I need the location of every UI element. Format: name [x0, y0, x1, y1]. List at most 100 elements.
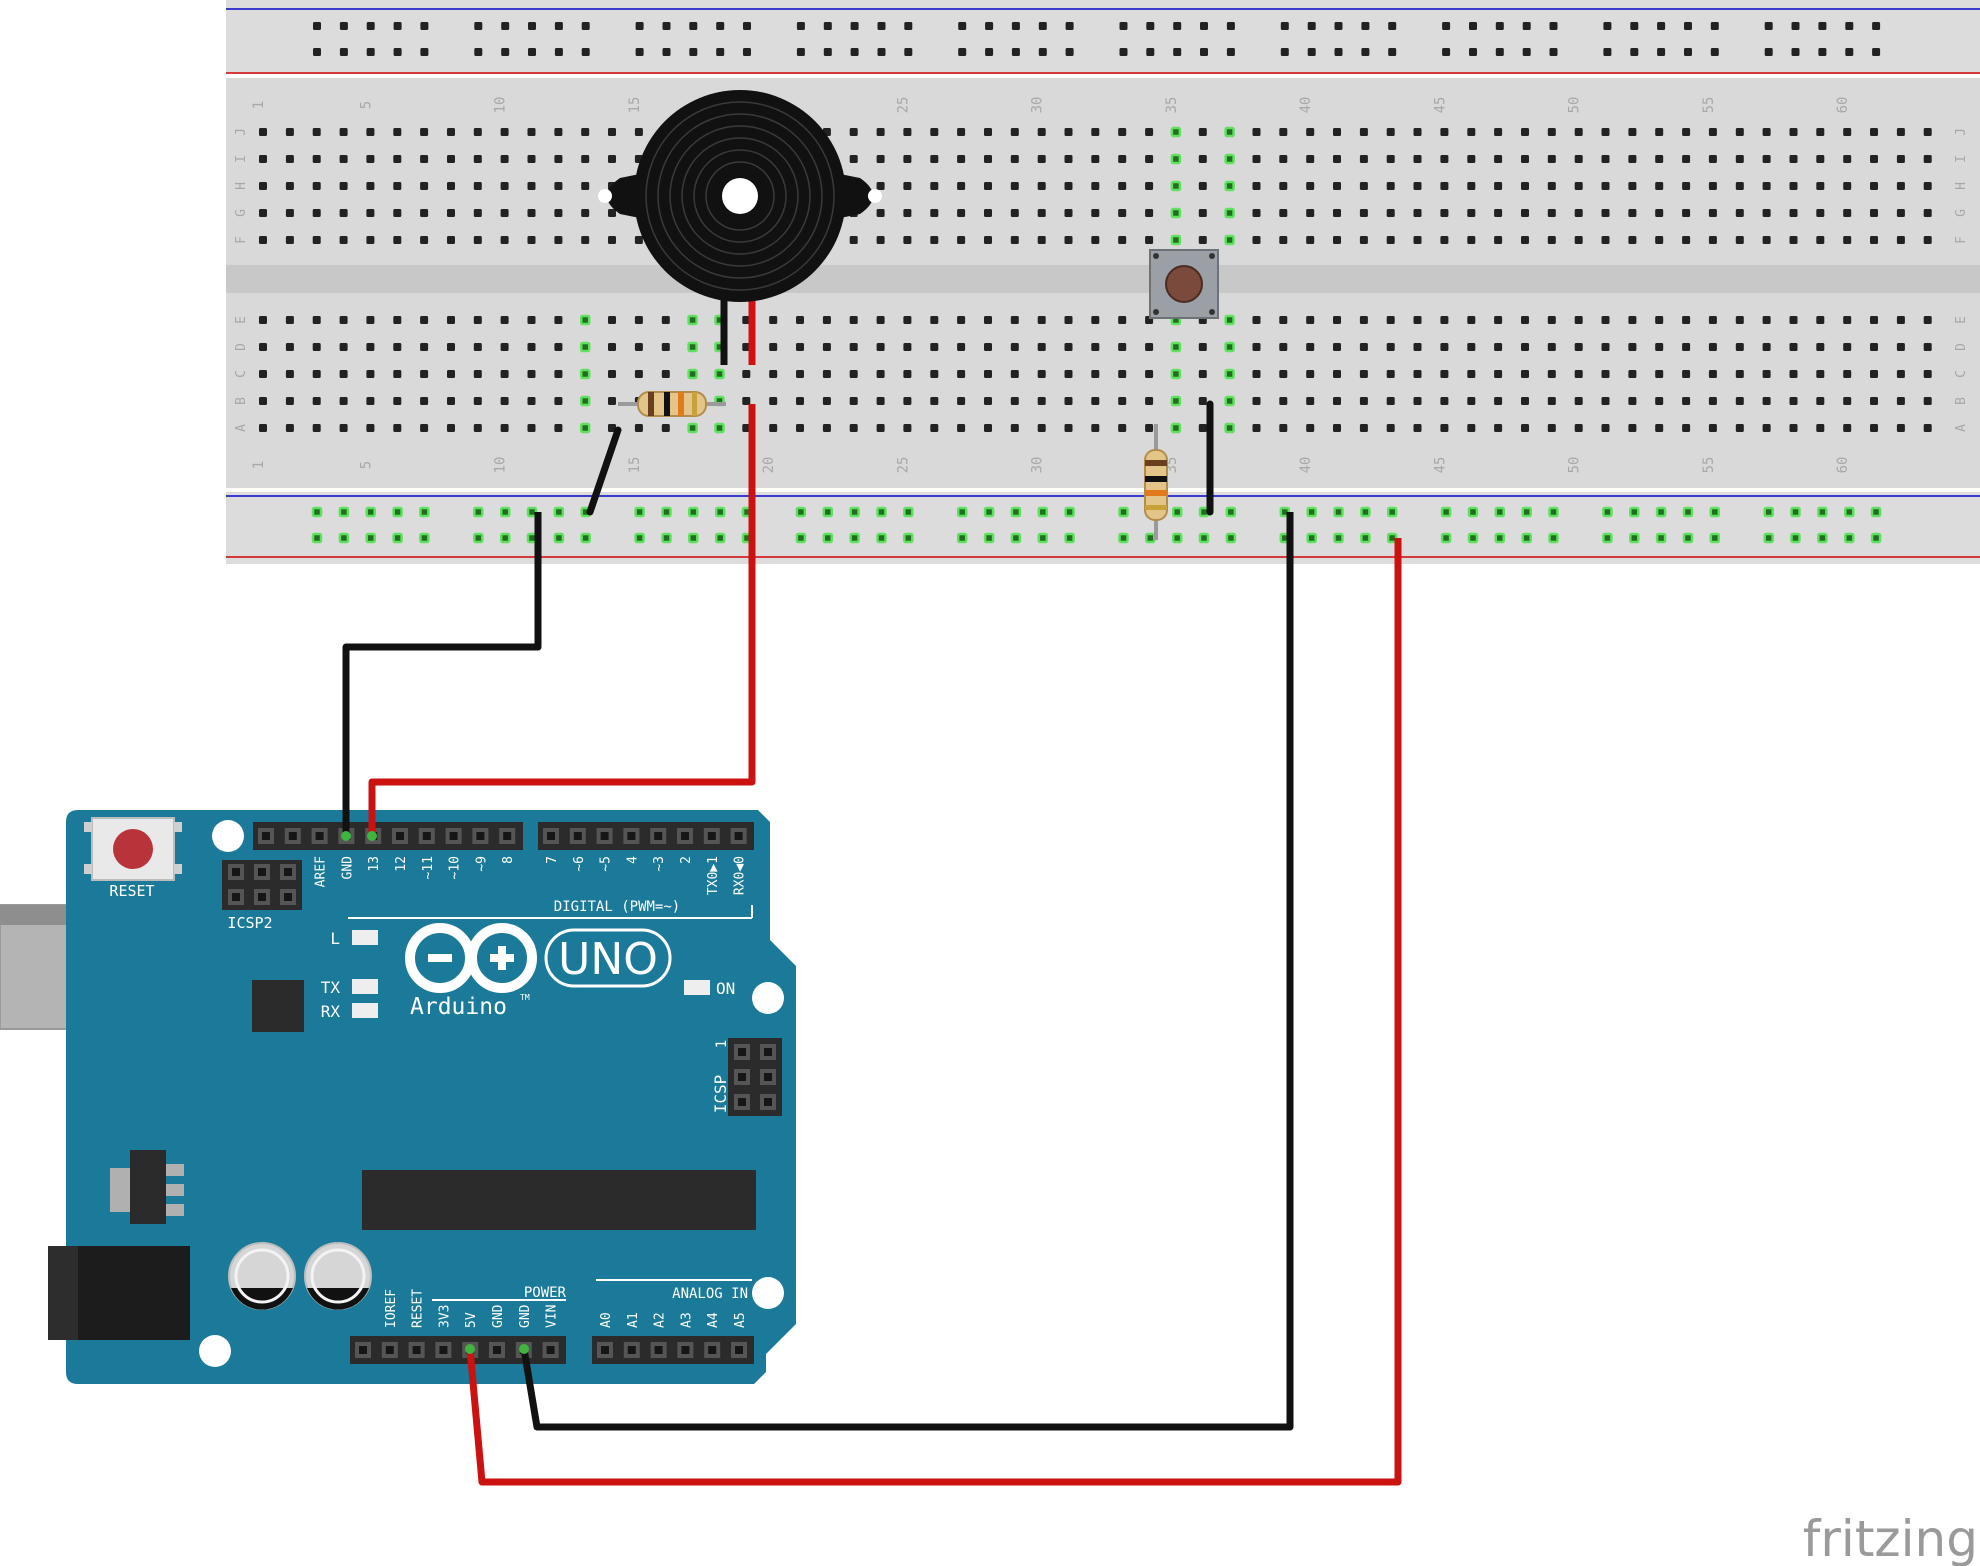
buzzer-mount-hole [598, 189, 612, 203]
breadboard-hole [366, 316, 375, 324]
breadboard-hole [1386, 209, 1395, 217]
breadboard-hole [527, 343, 536, 351]
pushbutton-corner-pin [1153, 253, 1159, 259]
breadboard-hole [259, 316, 267, 324]
breadboard-hole [1224, 126, 1235, 138]
breadboard-hole [903, 209, 912, 217]
breadboard-column-number: 40 [1298, 97, 1314, 114]
breadboard-hole [1521, 182, 1529, 190]
breadboard-hole [1467, 182, 1476, 190]
breadboard-hole [796, 316, 804, 324]
breadboard-hole [1684, 22, 1692, 30]
breadboard-hole [930, 128, 939, 136]
breadboard-hole [393, 343, 402, 351]
breadboard-hole [1171, 506, 1183, 518]
header-pin-hole [708, 1346, 717, 1354]
breadboard-hole [581, 155, 590, 163]
breadboard-hole [393, 397, 402, 405]
breadboard-hole [365, 532, 376, 544]
breadboard-hole [904, 22, 913, 30]
breadboard-hole [1198, 236, 1207, 244]
breadboard-column-number: 30 [1030, 97, 1046, 114]
breadboard-column-number: 15 [627, 97, 643, 114]
breadboard-hole [1467, 343, 1476, 351]
breadboard-column-number: 5 [358, 461, 374, 469]
breadboard-hole [500, 182, 509, 190]
header-pin-hole [315, 832, 324, 840]
breadboard-hole [1896, 128, 1905, 136]
breadboard-hole [1171, 532, 1183, 544]
breadboard-hole [1467, 236, 1476, 244]
reset-button-pin [84, 822, 92, 832]
breadboard-hole [1843, 236, 1852, 244]
breadboard-hole [1413, 236, 1422, 244]
breadboard-hole [1010, 532, 1022, 544]
breadboard-hole [1495, 22, 1504, 30]
breadboard-hole [312, 236, 321, 244]
breadboard-hole [1708, 316, 1717, 324]
breadboard-hole [1146, 22, 1155, 30]
breadboard-hole [1306, 397, 1315, 405]
breadboard-hole [1224, 422, 1235, 434]
breadboard-hole [1603, 48, 1612, 56]
arduino-pin-label: 2 [679, 856, 694, 864]
breadboard-hole [1789, 397, 1798, 405]
breadboard-hole [1359, 343, 1368, 351]
breadboard-hole [285, 397, 294, 405]
breadboard-hole [1818, 48, 1827, 56]
breadboard-hole [500, 397, 509, 405]
breadboard-hole [849, 424, 858, 432]
wire-black-gnd [342, 512, 542, 836]
breadboard-hole [957, 236, 966, 244]
header-pin-hole [681, 832, 689, 840]
breadboard-row-letter: J [1954, 128, 1969, 136]
breadboard-hole [1064, 209, 1073, 217]
breadboard-hole [366, 343, 375, 351]
breadboard-hole [554, 424, 563, 432]
breadboard-hole [366, 22, 375, 30]
breadboard-hole [903, 155, 912, 163]
breadboard-hole [1682, 316, 1691, 324]
breadboard-hole [714, 532, 726, 544]
logo-arduino-text: Arduino [410, 994, 507, 1020]
breadboard-hole [742, 316, 751, 324]
header-pin-hole [707, 832, 716, 840]
breadboard-hole [1091, 209, 1100, 217]
breadboard-hole [1334, 48, 1343, 56]
breadboard-hole [903, 532, 914, 544]
breadboard-hole [1440, 506, 1452, 518]
breadboard-hole [1252, 343, 1261, 351]
breadboard-hole [849, 370, 858, 378]
breadboard-hole [634, 236, 643, 244]
breadboard-hole [1279, 316, 1288, 324]
arduino-pin-label: IOREF [384, 1289, 399, 1328]
breadboard-hole [903, 128, 912, 136]
breadboard-hole [474, 48, 483, 56]
breadboard-hole [1064, 128, 1073, 136]
breadboard-hole [1762, 370, 1771, 378]
breadboard-hole [1145, 343, 1154, 351]
breadboard-hole [876, 397, 885, 405]
breadboard-hole [1601, 424, 1610, 432]
breadboard-hole [1682, 506, 1694, 518]
breadboard-hole [1628, 155, 1637, 163]
breadboard-hole [1333, 343, 1341, 351]
breadboard-hole [1789, 370, 1798, 378]
breadboard-hole [608, 370, 616, 378]
breadboard-hole [930, 397, 939, 405]
breadboard-hole [447, 397, 455, 405]
breadboard-hole [1091, 424, 1100, 432]
breadboard-hole [957, 316, 966, 324]
breadboard-hole [554, 370, 563, 378]
breadboard-hole [1118, 506, 1129, 518]
breadboard-hole [1279, 182, 1288, 190]
breadboard-hole [1145, 182, 1154, 190]
breadboard-hole [1655, 343, 1664, 351]
breadboard-hole [1816, 370, 1825, 378]
breadboard-hole [1494, 316, 1503, 324]
breadboard-hole [876, 424, 885, 432]
arduino-pin-label: A1 [626, 1312, 641, 1328]
breadboard-hole [1279, 155, 1288, 163]
arduino-logo: UNO Arduino TM [405, 923, 672, 1020]
breadboard-hole [1440, 128, 1449, 136]
